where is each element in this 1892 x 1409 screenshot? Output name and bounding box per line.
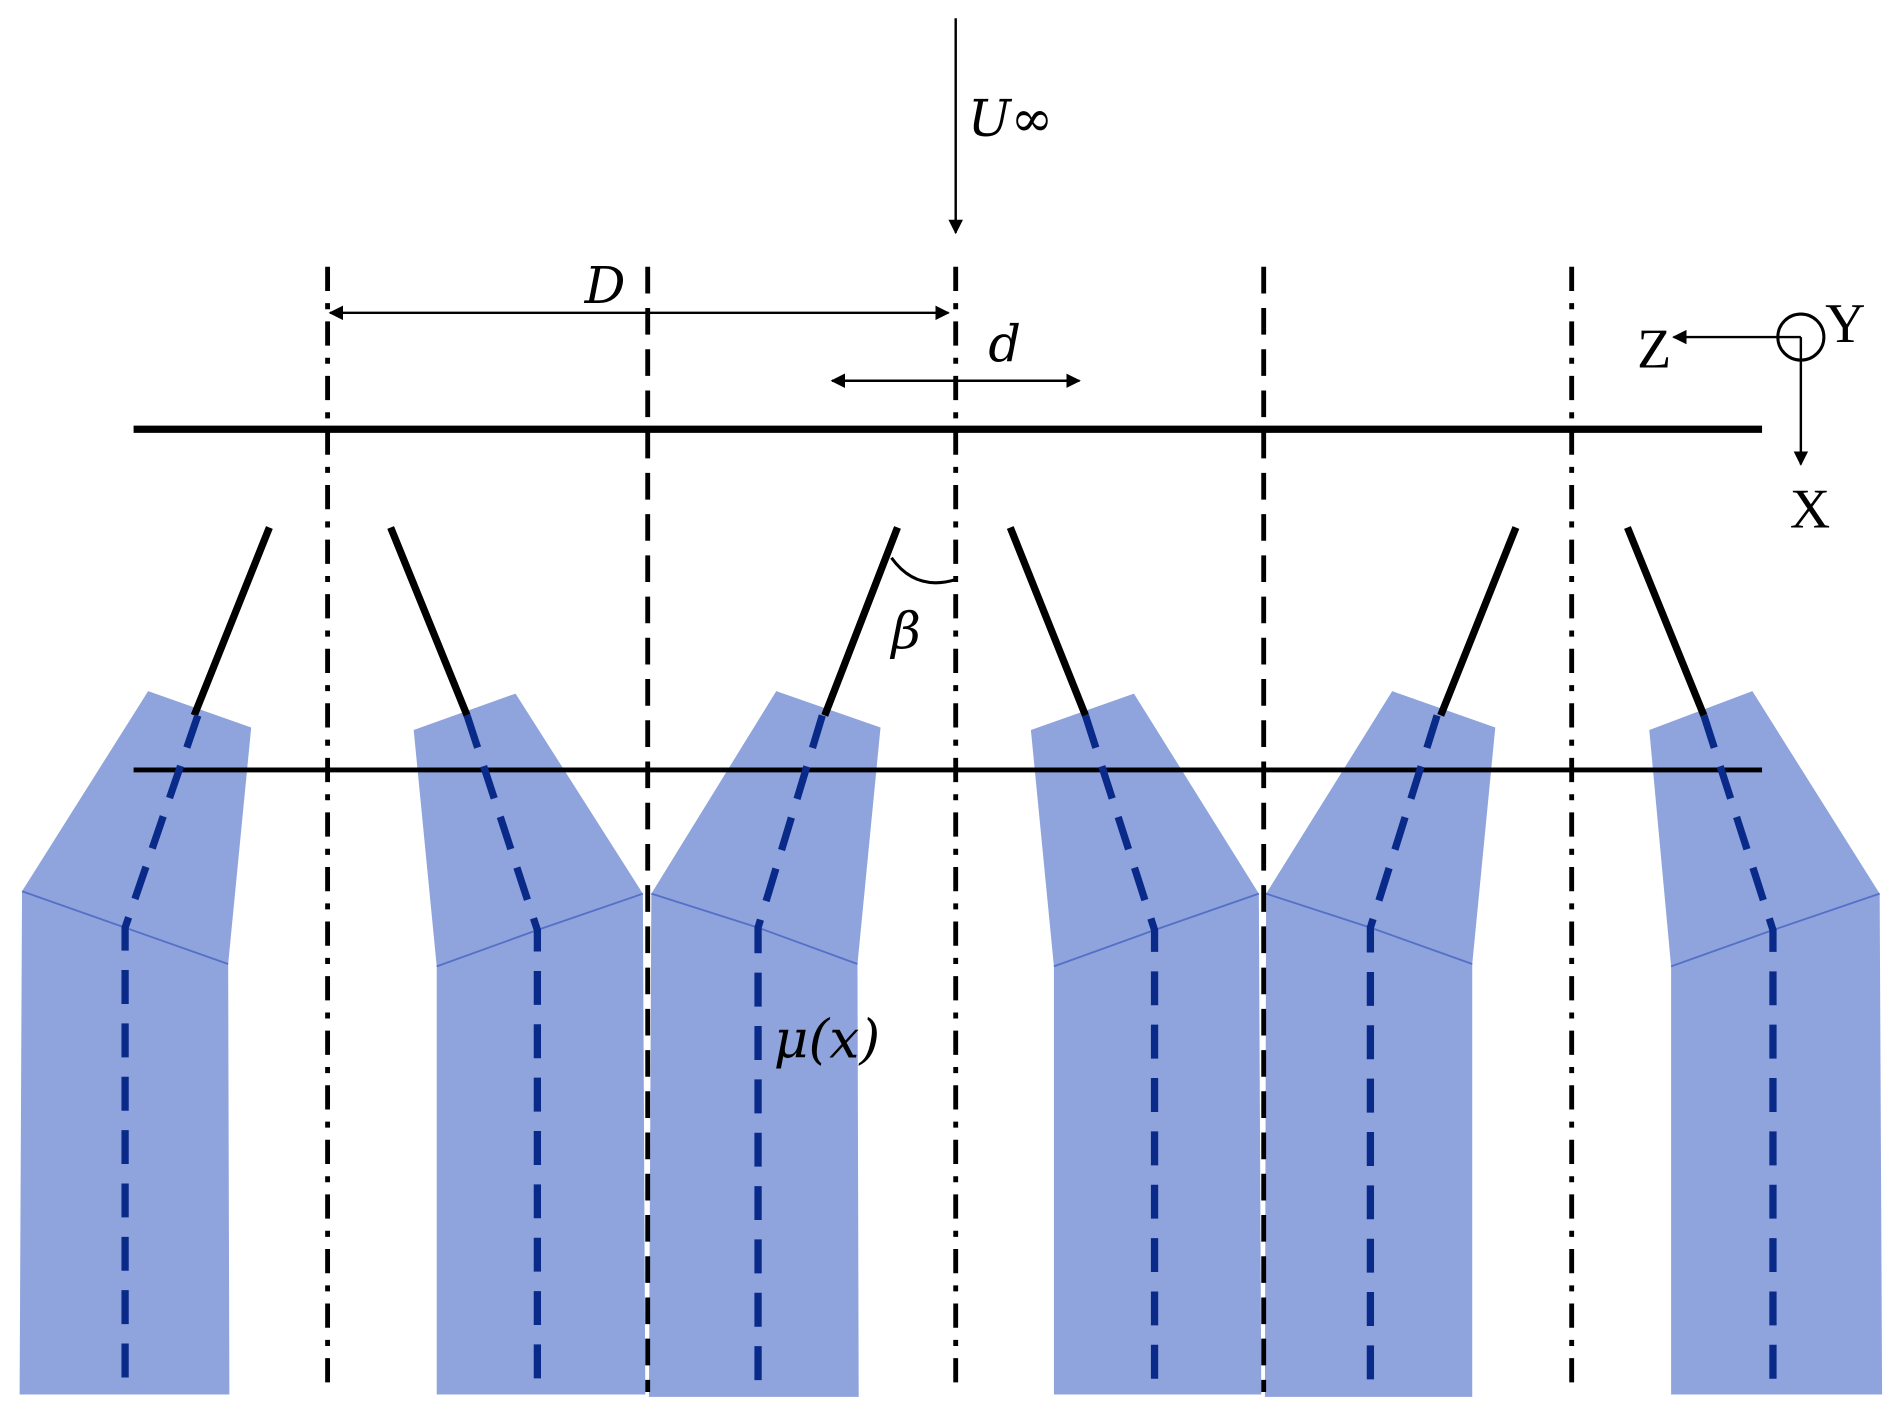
freestream-label: U∞ [968,90,1053,149]
wake-regions [19,691,1883,1397]
angle-arc [890,556,957,585]
wake-region-3 [648,691,881,1397]
wake-region-6 [1649,691,1883,1395]
beta-label: β [889,603,920,662]
wake-region-5 [1264,691,1496,1397]
wake-region-1 [19,691,252,1395]
blade-6 [1624,526,1708,717]
d-label: d [988,315,1021,374]
mu-label: μ(x) [774,1007,880,1070]
x-axis-label: X [1790,478,1830,540]
wake-centerline-3 [754,714,826,1385]
wake-centerline-5 [1366,714,1441,1385]
wake-centerline-6 [1700,714,1777,1385]
blade-1 [190,526,273,717]
wake-centerline-1 [121,714,202,1385]
blade-2 [387,526,471,717]
blade-3 [821,526,901,717]
wake-centerlines [121,714,1777,1385]
wake-centerline-4 [1081,714,1159,1385]
reference-lines [325,266,1575,1393]
wake-centerline-2 [463,714,542,1385]
z-axis-label: Z [1637,318,1671,380]
y-axis-label: Y [1825,293,1865,355]
coordinate-axes: Z Y X [1637,293,1865,541]
wake-region-2 [413,693,646,1395]
y-out-of-plane-icon [1776,312,1826,362]
blade-5 [1437,526,1520,717]
wake-region-4 [1030,693,1262,1395]
D-label: D [584,257,626,316]
blades [190,526,1708,717]
blade-4 [1006,526,1089,717]
